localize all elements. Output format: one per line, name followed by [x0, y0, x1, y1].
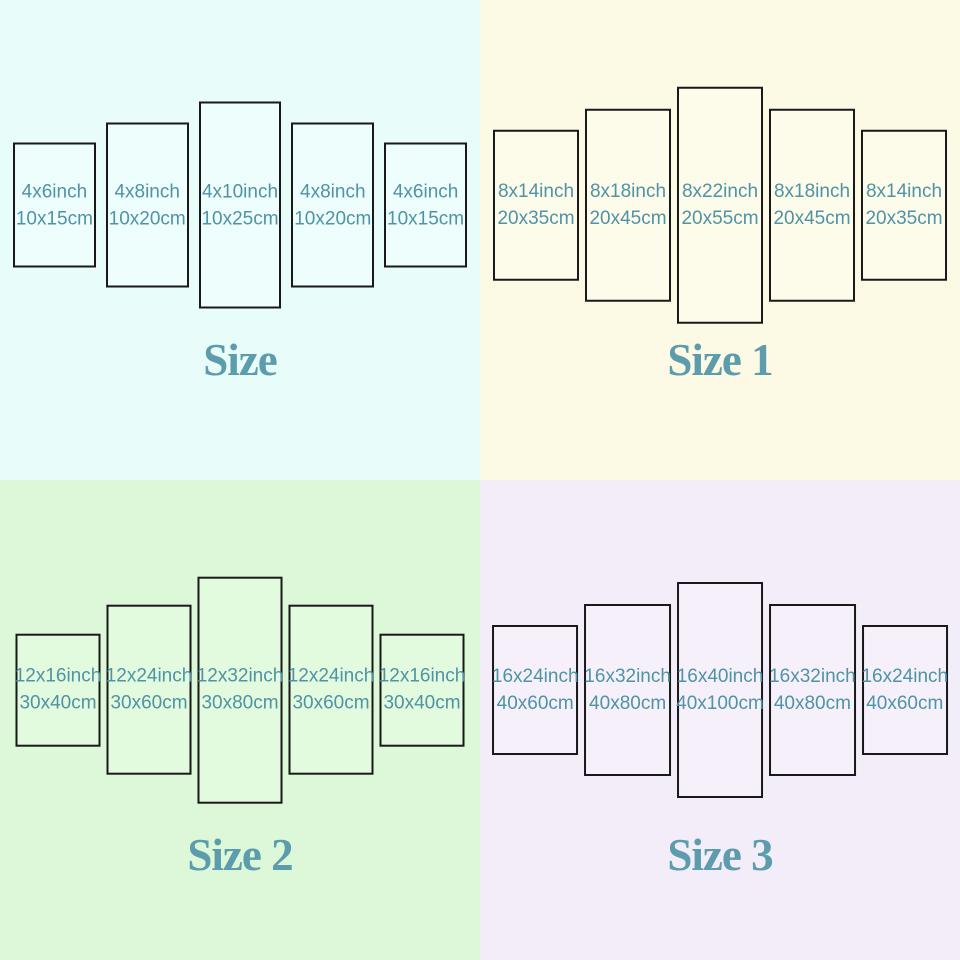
panel-cm-label: 20x45cm	[773, 208, 851, 229]
canvas-panel: 8x22inch 20x55cm	[677, 86, 763, 324]
panel-inch-label: 16x24inch	[861, 666, 949, 687]
quadrant-size: 4x6inch 10x15cm 4x8inch 10x20cm 4x10inch…	[0, 0, 480, 480]
canvas-panel: 4x8inch 10x20cm	[291, 122, 375, 288]
quadrant-size-1: 8x14inch 20x35cm 8x18inch 20x45cm 8x22in…	[480, 0, 960, 480]
panel-cm-label: 10x15cm	[15, 208, 93, 229]
panel-cm-label: 40x80cm	[589, 692, 667, 714]
canvas-panel: 4x6inch 10x15cm	[13, 142, 96, 268]
canvas-panel: 16x40inch 40x100cm	[676, 582, 764, 798]
panel-inch-label: 8x14inch	[865, 181, 943, 202]
quadrant-title: Size 1	[667, 335, 773, 385]
panel-cm-label: 10x25cm	[201, 208, 279, 229]
canvas-panel: 4x10inch 10x25cm	[198, 101, 282, 309]
panel-row: 4x6inch 10x15cm 4x8inch 10x20cm 4x10inch…	[13, 101, 467, 309]
panel-cm-label: 20x55cm	[681, 208, 759, 229]
panel-cm-label: 30x40cm	[383, 692, 461, 714]
panel-inch-label: 12x16inch	[378, 665, 466, 687]
canvas-panel: 16x24inch 40x60cm	[491, 625, 579, 755]
canvas-panel: 12x16inch 30x40cm	[378, 633, 466, 747]
panel-cm-label: 10x20cm	[108, 208, 186, 229]
canvas-panel: 4x6inch 10x15cm	[384, 142, 467, 268]
panel-inch-label: 12x24inch	[105, 665, 193, 687]
panel-inch-label: 8x14inch	[497, 181, 575, 202]
canvas-panel: 16x24inch 40x60cm	[861, 625, 949, 755]
canvas-panel: 8x14inch 20x35cm	[493, 129, 579, 281]
canvas-panel: 16x32inch 40x80cm	[769, 603, 856, 777]
panel-cm-label: 30x40cm	[19, 692, 97, 714]
canvas-panel: 12x24inch 30x60cm	[105, 605, 193, 775]
canvas-panel: 8x14inch 20x35cm	[861, 129, 947, 281]
panel-cm-label: 40x80cm	[773, 692, 851, 714]
quadrant-title: Size	[203, 335, 277, 385]
canvas-panel: 8x18inch 20x45cm	[769, 108, 855, 302]
canvas-panel: 12x16inch 30x40cm	[14, 633, 102, 747]
panel-cm-label: 40x100cm	[676, 693, 764, 714]
canvas-panel: 4x8inch 10x20cm	[105, 122, 189, 288]
quadrant-title: Size 3	[667, 830, 773, 880]
canvas-panel: 12x32inch 30x80cm	[196, 576, 284, 804]
quadrant-size-2: 12x16inch 30x40cm 12x24inch 30x60cm 12x3…	[0, 480, 480, 960]
panel-inch-label: 4x10inch	[201, 181, 279, 202]
quadrant-title: Size 2	[187, 830, 293, 880]
panel-inch-label: 16x32inch	[769, 665, 856, 687]
panel-inch-label: 12x32inch	[196, 666, 284, 687]
panel-inch-label: 16x40inch	[676, 666, 764, 687]
panel-cm-label: 10x15cm	[387, 208, 465, 229]
panel-cm-label: 30x60cm	[292, 692, 370, 714]
panel-row: 8x14inch 20x35cm 8x18inch 20x45cm 8x22in…	[493, 86, 947, 324]
canvas-panel: 12x24inch 30x60cm	[287, 605, 375, 775]
panel-inch-label: 4x6inch	[21, 181, 88, 202]
panel-inch-label: 12x24inch	[287, 665, 375, 687]
panel-cm-label: 20x45cm	[589, 208, 667, 229]
panel-inch-label: 16x32inch	[584, 665, 671, 687]
canvas-panel: 16x32inch 40x80cm	[584, 603, 671, 777]
canvas-panel: 8x18inch 20x45cm	[585, 108, 671, 302]
quadrant-size-3: 16x24inch 40x60cm 16x32inch 40x80cm 16x4…	[480, 480, 960, 960]
panel-cm-label: 40x60cm	[866, 693, 944, 714]
panel-inch-label: 8x18inch	[589, 181, 667, 202]
panel-cm-label: 30x80cm	[201, 693, 279, 714]
panel-row: 12x16inch 30x40cm 12x24inch 30x60cm 12x3…	[14, 576, 466, 804]
panel-cm-label: 20x35cm	[865, 208, 943, 229]
panel-inch-label: 16x24inch	[491, 666, 579, 687]
panel-inch-label: 4x8inch	[114, 181, 180, 202]
panel-cm-label: 10x20cm	[294, 208, 372, 229]
panel-inch-label: 4x8inch	[300, 181, 366, 202]
panel-cm-label: 30x60cm	[110, 692, 188, 714]
panel-inch-label: 4x6inch	[392, 181, 459, 202]
panel-inch-label: 8x22inch	[681, 181, 759, 202]
panel-inch-label: 12x16inch	[14, 665, 102, 687]
panel-row: 16x24inch 40x60cm 16x32inch 40x80cm 16x4…	[492, 582, 948, 798]
panel-inch-label: 8x18inch	[773, 181, 851, 202]
panel-cm-label: 40x60cm	[496, 693, 574, 714]
panel-cm-label: 20x35cm	[497, 208, 575, 229]
